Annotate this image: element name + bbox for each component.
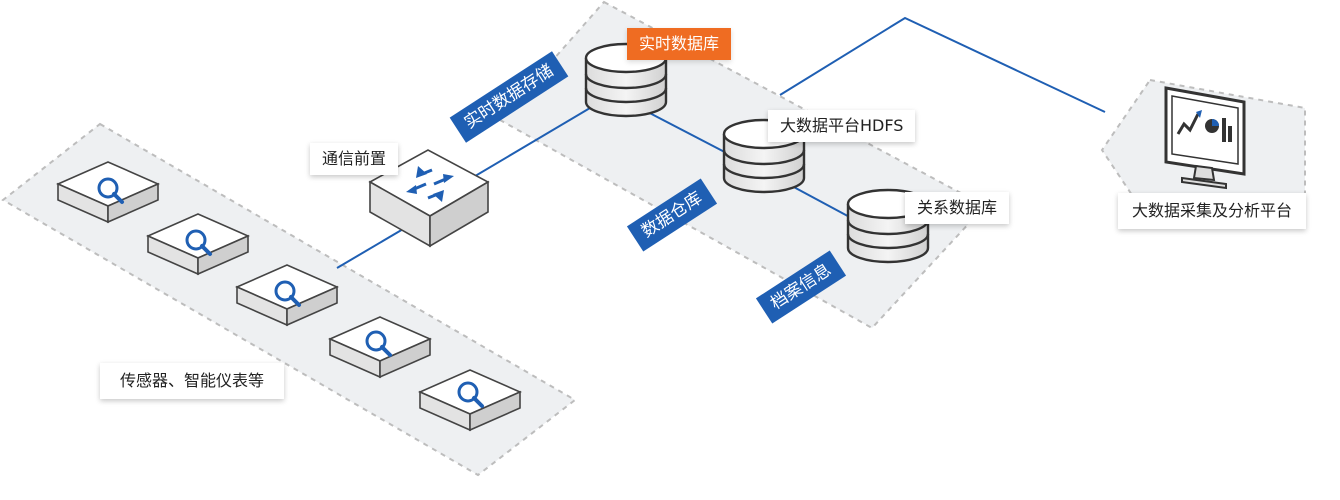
sensors-label: 传感器、智能仪表等 — [100, 363, 285, 399]
analysis-monitor — [1164, 86, 1246, 190]
link-sensors-router — [336, 224, 411, 269]
analysis-platform-label: 大数据采集及分析平台 — [1118, 193, 1307, 229]
four-arrows-icon — [406, 166, 454, 202]
chart-monitor-icon — [1176, 110, 1232, 142]
link-storage-analysis — [779, 16, 1106, 113]
router-device — [368, 149, 490, 248]
link-router-realtime — [459, 107, 591, 186]
hdfs-label: 大数据平台HDFS — [768, 110, 916, 142]
relational-db-label: 关系数据库 — [905, 192, 1010, 224]
realtime-db-label: 实时数据库 — [627, 28, 732, 60]
comm-front-label: 通信前置 — [310, 143, 399, 175]
